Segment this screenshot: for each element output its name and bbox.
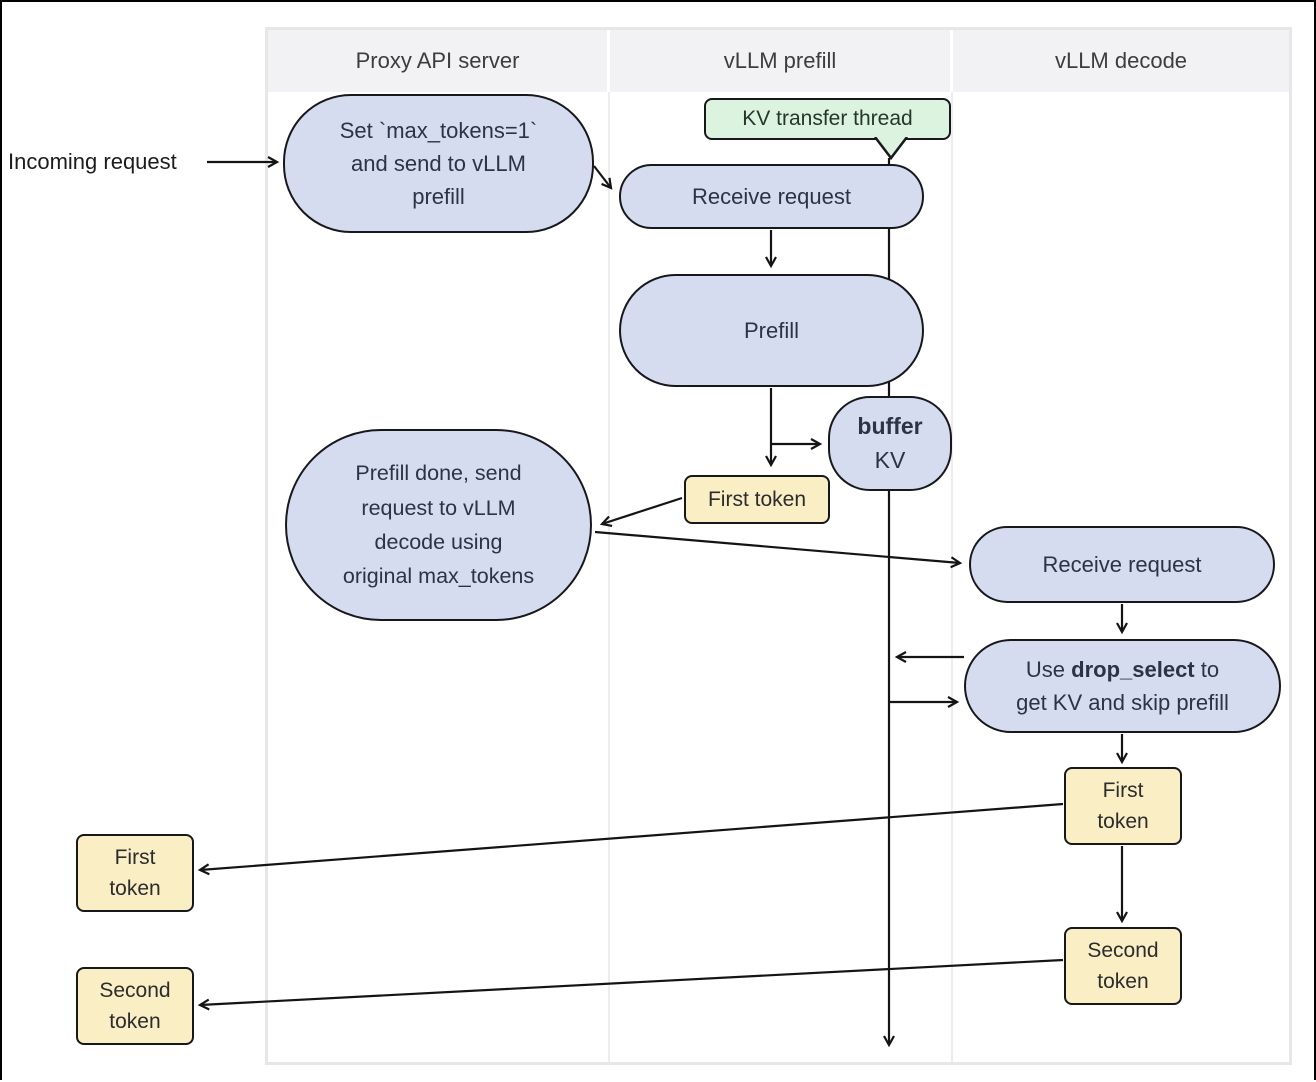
arrow-first-token-to-prefill-done — [599, 496, 683, 528]
node-first-token-decode: First token — [1064, 767, 1182, 845]
lane-header-vllm-prefill: vLLM prefill — [610, 30, 950, 92]
lane-separator — [607, 30, 610, 1062]
callout-tail — [874, 137, 908, 161]
incoming-request-label: Incoming request — [8, 149, 177, 174]
arrow-prefill-done-to-decode-receive — [594, 530, 963, 569]
node-kv-transfer-thread: KV transfer thread — [704, 98, 951, 161]
node-prefill: Prefill — [619, 274, 924, 387]
node-drop-select: Use drop_select to get KV and skip prefi… — [964, 639, 1281, 733]
buffer-kv-label: buffer KV — [857, 413, 923, 473]
node-prefill-done: Prefill done, send request to vLLM decod… — [285, 429, 592, 621]
kv-transfer-thread-label: KV transfer thread — [742, 107, 913, 131]
node-second-token-decode: Second token — [1064, 927, 1182, 1005]
lane-separator — [950, 30, 953, 1062]
node-first-token-output: First token — [76, 834, 194, 912]
arrow-proxy-to-prefill-receive — [593, 165, 613, 190]
lane-header-vllm-decode: vLLM decode — [953, 30, 1289, 92]
lane-header-proxy-api-server: Proxy API server — [268, 30, 607, 92]
node-second-token-output: Second token — [76, 967, 194, 1045]
node-set-max-tokens: Set `max_tokens=1` and send to vLLM pref… — [283, 94, 594, 233]
node-buffer-kv: buffer KV — [828, 396, 952, 491]
node-first-token-prefill: First token — [684, 475, 830, 524]
node-receive-request-prefill: Receive request — [619, 164, 924, 229]
node-receive-request-decode: Receive request — [969, 526, 1275, 603]
drop-select-label: Use drop_select to get KV and skip prefi… — [1016, 657, 1229, 715]
arrow-second-token-to-output — [197, 958, 1064, 1011]
arrow-first-token-to-output — [197, 802, 1064, 876]
